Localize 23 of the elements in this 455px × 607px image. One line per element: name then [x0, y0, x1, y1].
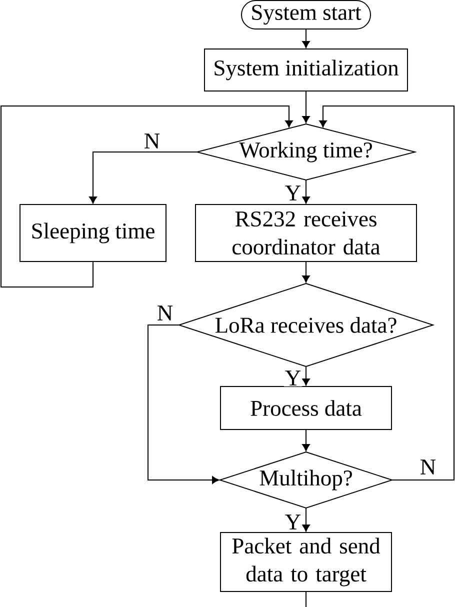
arrow — [302, 28, 310, 48]
edge-label: Y — [284, 514, 302, 530]
arrow — [302, 261, 310, 283]
arrow — [302, 508, 310, 532]
arrow — [0, 106, 293, 288]
edge-label: N — [156, 304, 174, 322]
arrow — [302, 90, 310, 124]
arrow — [302, 429, 310, 452]
start-terminal: System start — [241, 0, 371, 30]
process-box: Sleeping time — [20, 204, 166, 262]
process-box: System initialization — [204, 48, 408, 92]
edge-label: N — [418, 458, 438, 476]
arrow — [302, 180, 310, 204]
process-box: Process data — [220, 386, 392, 430]
edge-label: N — [142, 132, 162, 150]
arrow — [89, 152, 198, 204]
process-box: RS232 receives coordinator data — [195, 204, 417, 262]
edge-label: Y — [284, 184, 302, 202]
arrow — [302, 366, 310, 386]
process-box: Packet and send data to target — [220, 532, 392, 592]
edge-label: Y — [284, 370, 302, 386]
arrow — [148, 324, 220, 484]
arrow — [319, 106, 454, 480]
